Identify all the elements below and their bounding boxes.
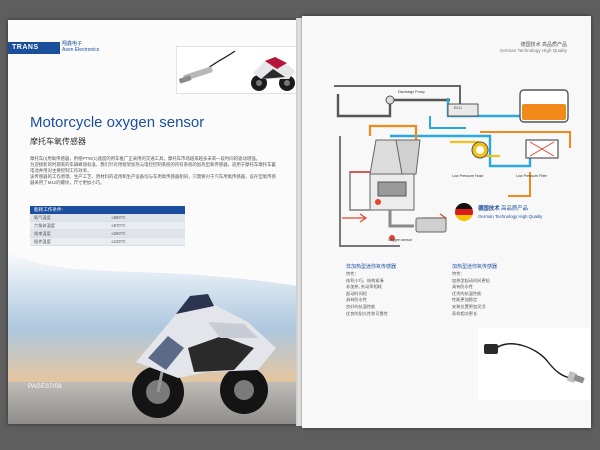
spec-table-header: 能耗工作条件: bbox=[30, 206, 185, 214]
product-photo bbox=[176, 46, 298, 94]
spec-value: ≤260℃ bbox=[111, 231, 126, 236]
sensor-product-image bbox=[478, 328, 590, 400]
label-ecu: ECU bbox=[454, 106, 462, 110]
list-item: 具有防水性 bbox=[452, 284, 473, 290]
brand-name-cn: 翔鑫电子 bbox=[62, 41, 83, 47]
book-spine bbox=[296, 18, 306, 426]
spec-value: ≤850℃ bbox=[111, 215, 126, 220]
germany-badge-en: German Technology High Quality bbox=[478, 214, 543, 219]
table-row: 插件温度 ≤120℃ bbox=[30, 238, 185, 246]
left-page: TRANS 翔鑫电子 Asen Electronics Motorcycle o… bbox=[8, 20, 298, 424]
table-row: 氧气温度 ≤850℃ bbox=[30, 214, 185, 222]
page-number: PAGE07/08 bbox=[28, 384, 62, 390]
table-row: 线束温度 ≤260℃ bbox=[30, 230, 185, 238]
non-heated-sensor-features: 非加热型迷你氧传感器 特性： 体积小巧，结构紧凑 非加热, 先动率相耗 起动时间… bbox=[346, 264, 396, 317]
page-title: Motorcycle oxygen sensor bbox=[30, 114, 205, 131]
fuel-system-diagram bbox=[334, 85, 571, 247]
germany-badge-text: 德国技术 高品质产品 bbox=[478, 206, 528, 213]
list-item: 优良的耐久性和可靠性 bbox=[346, 310, 388, 316]
germany-badge-cn: 高品质产品 bbox=[501, 206, 529, 212]
list-item: 寿命相对更长 bbox=[452, 310, 478, 316]
feature-column-title: 非加热型迷你氧传感器 bbox=[346, 264, 397, 270]
spec-name: 氧气温度 bbox=[34, 215, 51, 220]
list-item: 优秀的抗温性能 bbox=[452, 290, 482, 296]
description-paragraph: 摩托车(I)用氧传感器，用相PTW(1)速度的用车推广正采用的交通工具，摩托车市… bbox=[30, 156, 261, 161]
right-page: 德国技术 高品质产品 German Technology High Qualit… bbox=[302, 16, 591, 428]
description-paragraph: 该传感器的工作原理、生产工艺、原材料的选用和生产设备均与车用氧传感器相同，只需要… bbox=[30, 174, 276, 185]
spec-name: 线束温度 bbox=[34, 231, 51, 236]
feature-column-title: 加热型迷你氧传感器 bbox=[452, 264, 498, 270]
brand-name-en: Asen Electronics bbox=[62, 47, 100, 53]
list-item: 非加热, 先动率相耗 bbox=[346, 284, 382, 290]
header-cn: 德国技术 高品质产品 bbox=[520, 42, 567, 48]
label-low-pressure-hose: Low Pressure Hose bbox=[452, 174, 484, 178]
list-item: 体积小巧，结构紧凑 bbox=[346, 277, 384, 283]
list-item: 具有防水性 bbox=[346, 297, 367, 303]
list-item: 特性： bbox=[346, 271, 359, 276]
label-low-pressure-filter: Low Pressure Filter bbox=[516, 174, 547, 178]
label-discharge-pump: Discharge Pump bbox=[398, 90, 425, 94]
spec-value: ≤570℃ bbox=[111, 223, 126, 228]
list-item: 安装位置更加灵活 bbox=[452, 303, 486, 309]
germany-flag-icon bbox=[455, 203, 473, 221]
spec-name: 六角体温度 bbox=[34, 223, 55, 228]
page-subtitle: 摩托车氧传感器 bbox=[30, 137, 86, 146]
spec-name: 插件温度 bbox=[34, 239, 51, 244]
table-row: 六角体温度 ≤570℃ bbox=[30, 222, 185, 230]
header-en: German Technology High Quality bbox=[499, 48, 567, 53]
germany-badge-bold: 德国技术 bbox=[478, 206, 500, 212]
spec-value: ≤120℃ bbox=[111, 239, 126, 244]
list-item: 加热型起动时间更短 bbox=[452, 277, 490, 283]
spec-table-body: 氧气温度 ≤850℃ 六角体温度 ≤570℃ 线束温度 ≤260℃ 插件温度 ≤120℃ bbox=[30, 214, 185, 246]
list-item: 性能更加稳定 bbox=[452, 297, 478, 303]
brand-name: 翔鑫电子 Asen Electronics bbox=[62, 41, 99, 53]
brand-logo: TRANS bbox=[8, 42, 60, 54]
list-item: 良好的抗温性能 bbox=[346, 303, 376, 309]
hero-motorcycle-image bbox=[8, 252, 298, 418]
description: 摩托车(I)用氧传感器，用相PTW(1)速度的用车推广正采用的交通工具，摩托车市… bbox=[30, 156, 280, 186]
heated-sensor-features: 加热型迷你氧传感器 特性： 加热型起动时间更短 具有防水性 优秀的抗温性能 性能… bbox=[452, 264, 497, 317]
description-paragraph: 为迎接新的时期来的车辆峰值标准，我们针对用框架加热与电控控制系统的所有系统的加热… bbox=[30, 162, 276, 173]
label-oxygen-sensor: Oxygen sensor bbox=[388, 238, 413, 242]
list-item: 起动时间短 bbox=[346, 290, 367, 296]
spec-table: 能耗工作条件: 氧气温度 ≤850℃ 六角体温度 ≤570℃ 线束温度 ≤260℃ 插… bbox=[30, 206, 185, 246]
list-item: 特性： bbox=[452, 271, 465, 276]
